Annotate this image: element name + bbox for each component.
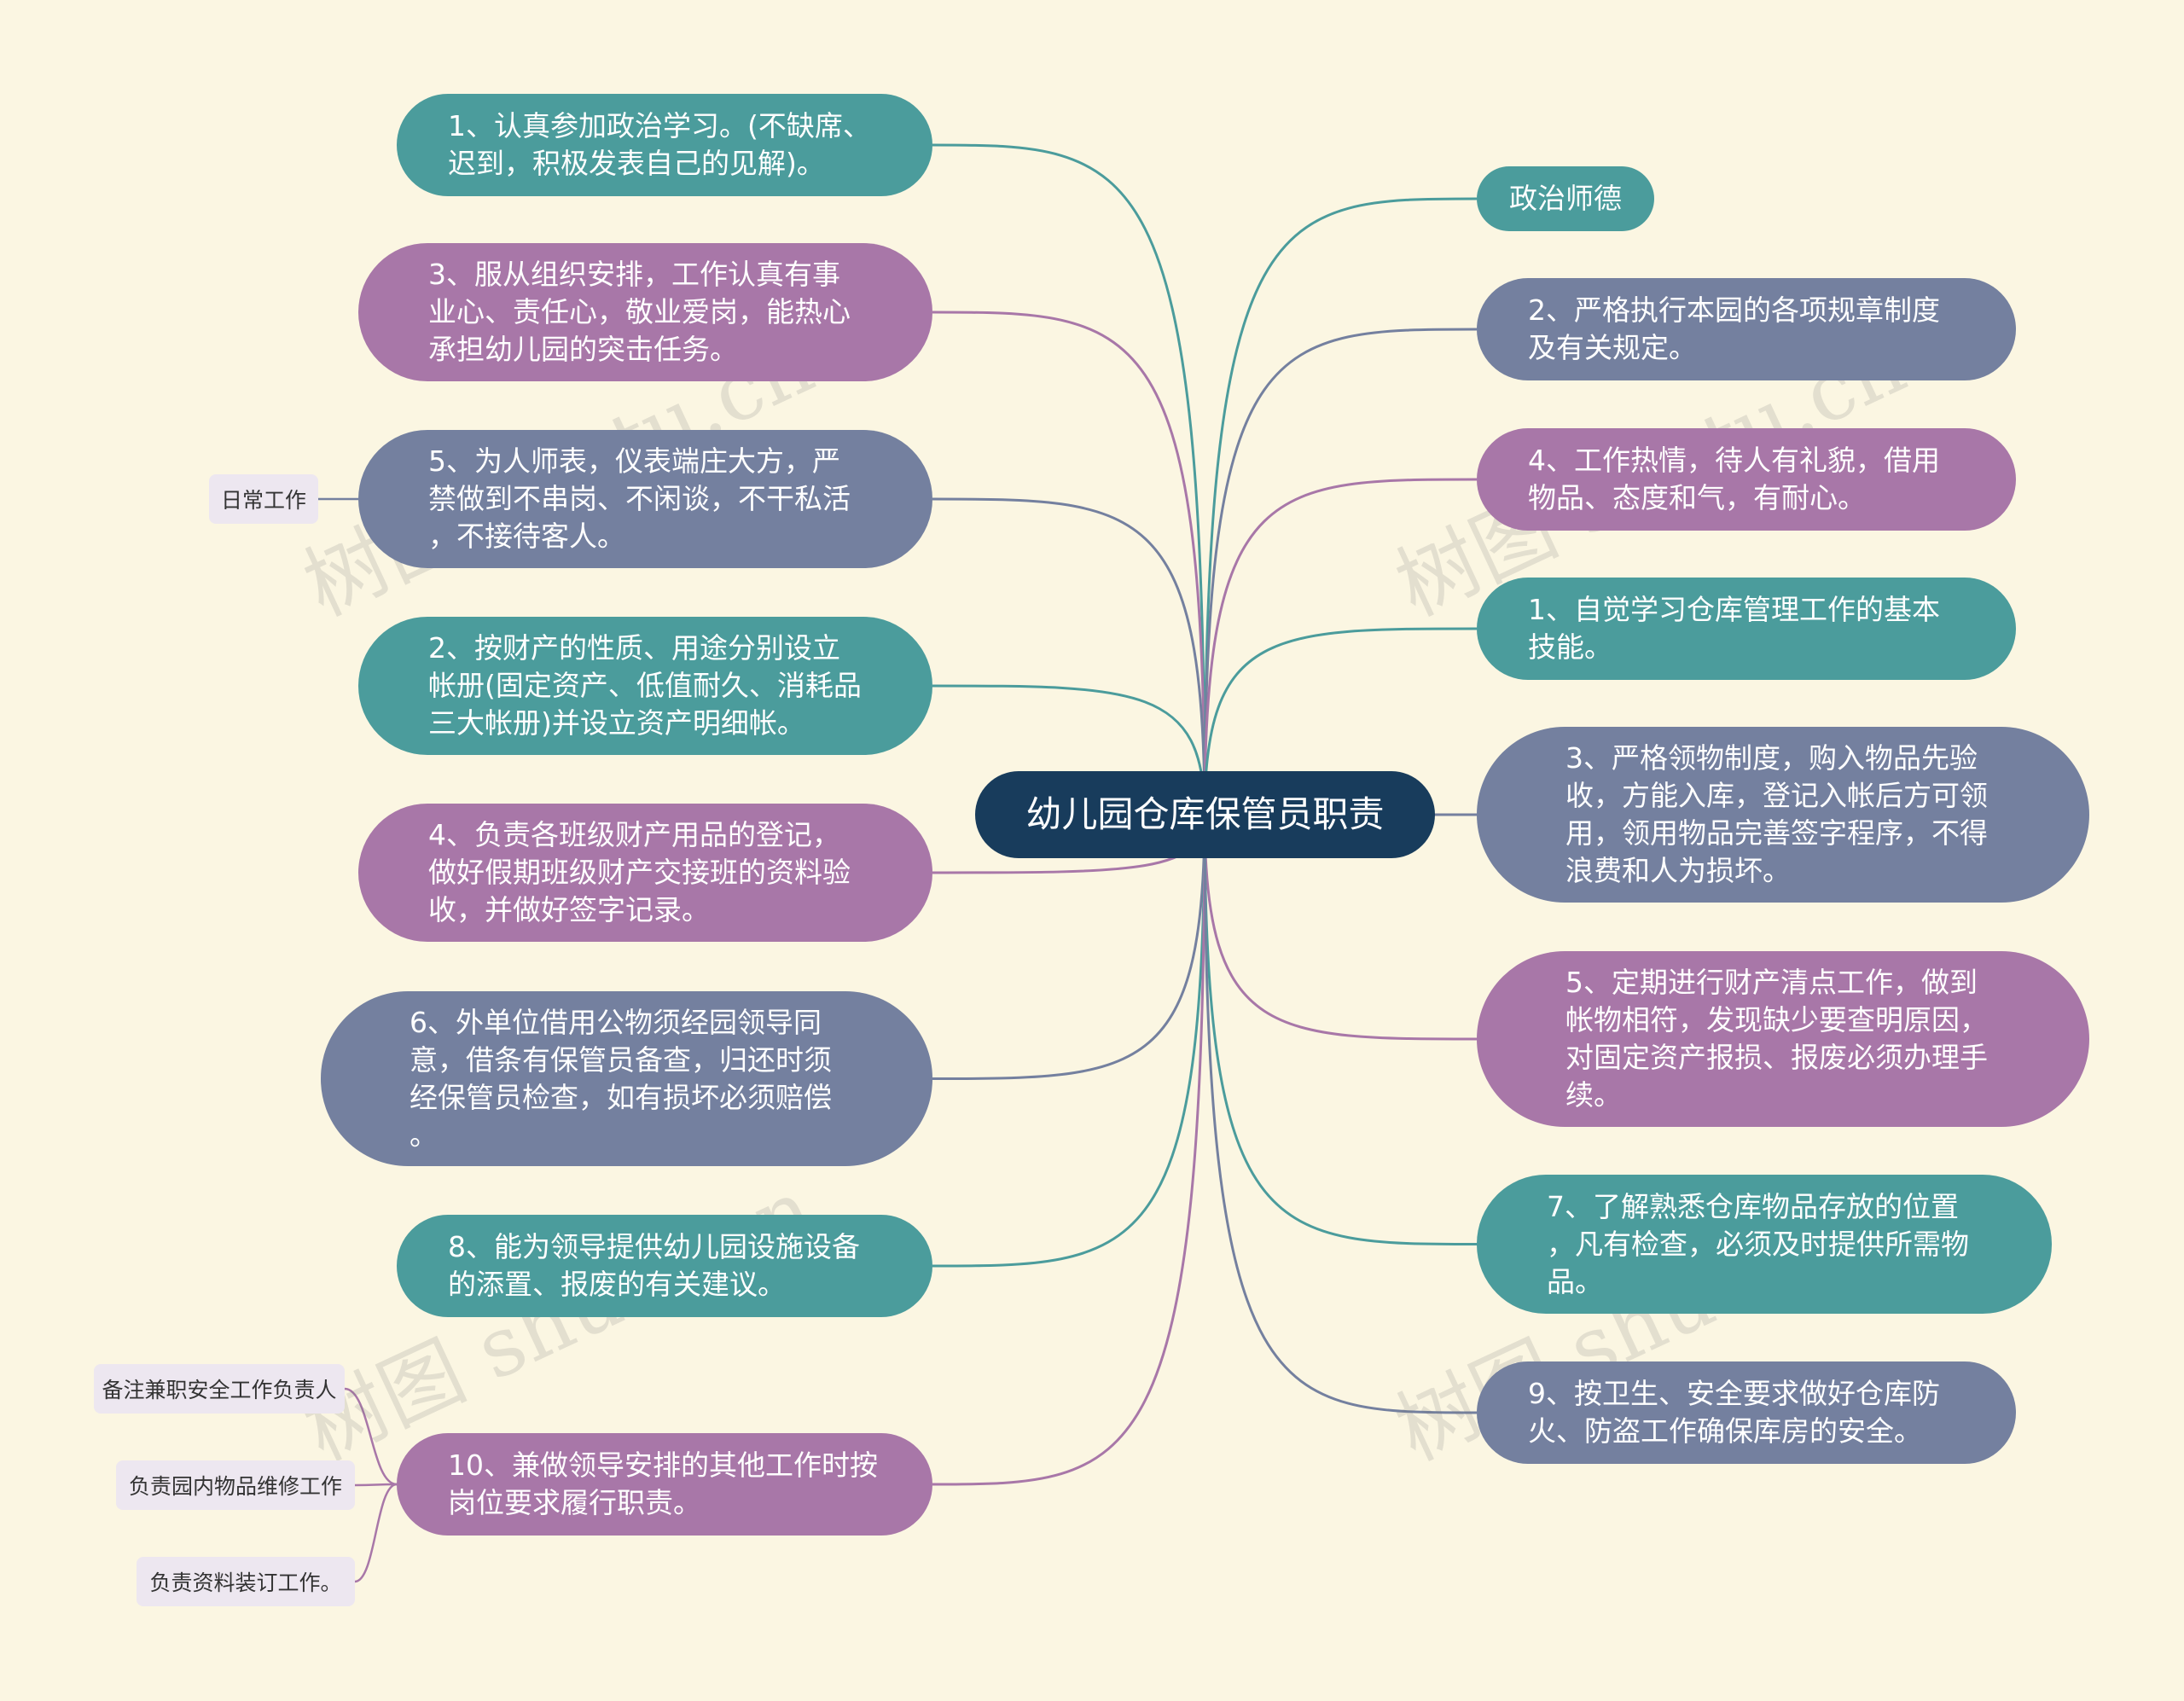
right-node-6[interactable]: 5、定期进行财产清点工作，做到 帐物相符，发现缺少要查明原因， 对固定资产报损、… — [1477, 951, 2089, 1127]
left-node-2[interactable]: 3、服从组织安排，工作认真有事 业心、责任心，敬业爱岗，能热心 承担幼儿园的突击… — [358, 243, 932, 381]
tag-safety-officer[interactable]: 备注兼职安全工作负责人 — [94, 1364, 345, 1414]
right-node-8[interactable]: 9、按卫生、安全要求做好仓库防 火、防盗工作确保库房的安全。 — [1477, 1361, 2016, 1464]
right-node-4[interactable]: 1、自觉学习仓库管理工作的基本 技能。 — [1477, 578, 2016, 680]
right-node-1[interactable]: 政治师德 — [1477, 166, 1654, 231]
left-node-1[interactable]: 1、认真参加政治学习。(不缺席、 迟到，积极发表自己的见解)。 — [397, 94, 932, 196]
connector-r7 — [1203, 814, 1478, 1245]
connector-l2 — [932, 311, 1206, 816]
left-node-8[interactable]: 10、兼做领导安排的其他工作时按 岗位要求履行职责。 — [397, 1433, 932, 1536]
connector-r6 — [1203, 814, 1478, 1041]
connector-l8 — [932, 814, 1206, 1486]
root-node[interactable]: 幼儿园仓库保管员职责 — [975, 771, 1435, 858]
connector-t4 — [354, 1483, 398, 1583]
right-node-2[interactable]: 2、严格执行本园的各项规章制度 及有关规定。 — [1477, 278, 2016, 380]
connector-t2 — [344, 1387, 398, 1486]
right-node-7[interactable]: 7、了解熟悉仓库物品存放的位置 ，凡有检查，必须及时提供所需物 品。 — [1477, 1175, 2052, 1314]
connector-l4 — [932, 684, 1206, 816]
connector-r8 — [1203, 814, 1478, 1414]
connector-l7 — [932, 814, 1206, 1268]
left-node-3[interactable]: 5、为人师表，仪表端庄大方，严 禁做到不串岗、不闲谈，不干私活 ，不接待客人。 — [358, 430, 932, 568]
left-node-7[interactable]: 8、能为领导提供幼儿园设施设备 的添置、报废的有关建议。 — [397, 1215, 932, 1317]
connector-r3 — [1203, 478, 1478, 816]
connector-t3 — [354, 1483, 398, 1487]
connector-l1 — [932, 143, 1206, 816]
left-node-4[interactable]: 2、按财产的性质、用途分别设立 帐册(固定资产、低值耐久、消耗品 三大帐册)并设… — [358, 617, 932, 755]
connector-r1 — [1203, 197, 1478, 816]
tag-binding[interactable]: 负责资料装订工作。 — [136, 1557, 355, 1606]
connector-r2 — [1203, 328, 1478, 816]
connector-l3 — [932, 497, 1206, 816]
tag-maintenance[interactable]: 负责园内物品维修工作 — [116, 1460, 355, 1510]
left-node-6[interactable]: 6、外单位借用公物须经园领导同 意，借条有保管员备查，归还时须 经保管员检查，如… — [321, 991, 932, 1166]
right-node-3[interactable]: 4、工作热情，待人有礼貌，借用 物品、态度和气，有耐心。 — [1477, 428, 2016, 531]
tag-daily-work[interactable]: 日常工作 — [209, 474, 318, 524]
left-node-5[interactable]: 4、负责各班级财产用品的登记， 做好假期班级财产交接班的资料验 收，并做好签字记… — [358, 804, 932, 942]
connector-l6 — [932, 814, 1206, 1080]
right-node-5[interactable]: 3、严格领物制度，购入物品先验 收，方能入库，登记入帐后方可领 用，领用物品完善… — [1477, 727, 2089, 903]
connector-r4 — [1203, 627, 1478, 816]
